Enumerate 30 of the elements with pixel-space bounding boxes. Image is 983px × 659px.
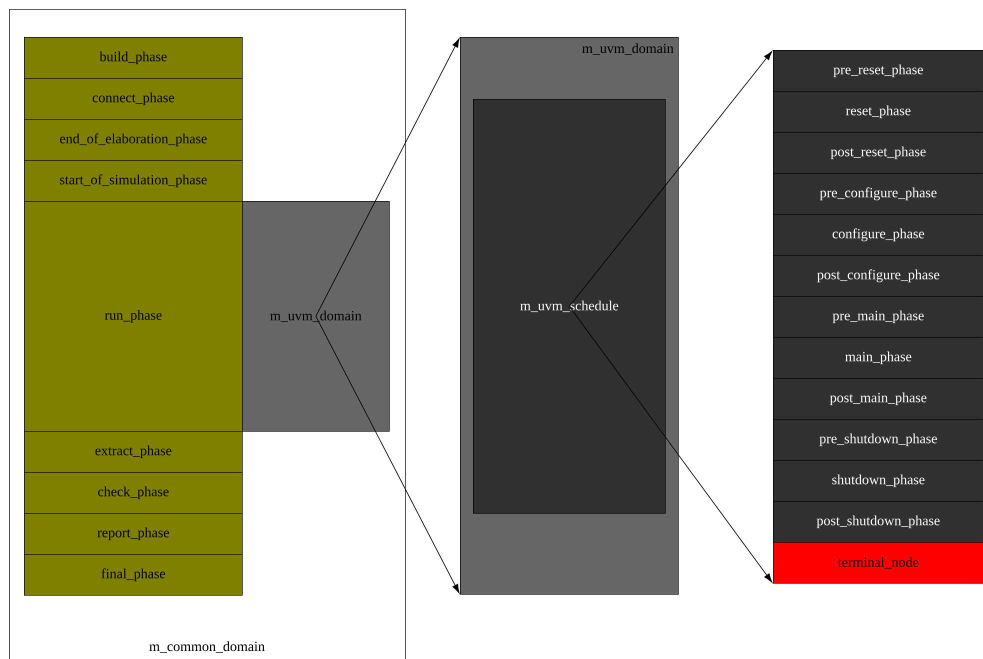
phase-box: main_phase bbox=[773, 337, 983, 379]
phase-box: post_reset_phase bbox=[773, 132, 983, 174]
phase-box: extract_phase bbox=[24, 431, 243, 473]
phase-box: pre_configure_phase bbox=[773, 173, 983, 215]
phase-box: shutdown_phase bbox=[773, 460, 983, 502]
phase-box: post_configure_phase bbox=[773, 255, 983, 297]
node-label: pre_shutdown_phase bbox=[819, 433, 937, 446]
node-label: configure_phase bbox=[832, 228, 924, 242]
phase-box: build_phase bbox=[24, 37, 243, 79]
phase-box: connect_phase bbox=[24, 78, 243, 120]
phase-box: pre_reset_phase bbox=[773, 50, 983, 92]
node-label: main_phase bbox=[845, 351, 912, 364]
phase-box: pre_main_phase bbox=[773, 296, 983, 338]
phase-box: final_phase bbox=[24, 554, 243, 596]
node-label: reset_phase bbox=[846, 105, 911, 118]
phase-box: check_phase bbox=[24, 472, 243, 514]
phase-box: report_phase bbox=[24, 513, 243, 555]
phase-box: post_main_phase bbox=[773, 378, 983, 420]
phase-box: post_shutdown_phase bbox=[773, 501, 983, 543]
phase-box: reset_phase bbox=[773, 91, 983, 133]
arrow bbox=[568, 51, 772, 307]
arrow bbox=[315, 38, 460, 317]
phase-box: end_of_elaboration_phase bbox=[24, 119, 243, 161]
phase-box: start_of_simulation_phase bbox=[24, 160, 243, 202]
phase-box: configure_phase bbox=[773, 214, 983, 256]
arrow bbox=[568, 306, 772, 582]
phase-box: pre_shutdown_phase bbox=[773, 419, 983, 461]
arrow bbox=[315, 316, 460, 594]
schedule-box: m_uvm_schedule bbox=[473, 99, 666, 514]
phase-box: terminal_node bbox=[773, 542, 983, 584]
